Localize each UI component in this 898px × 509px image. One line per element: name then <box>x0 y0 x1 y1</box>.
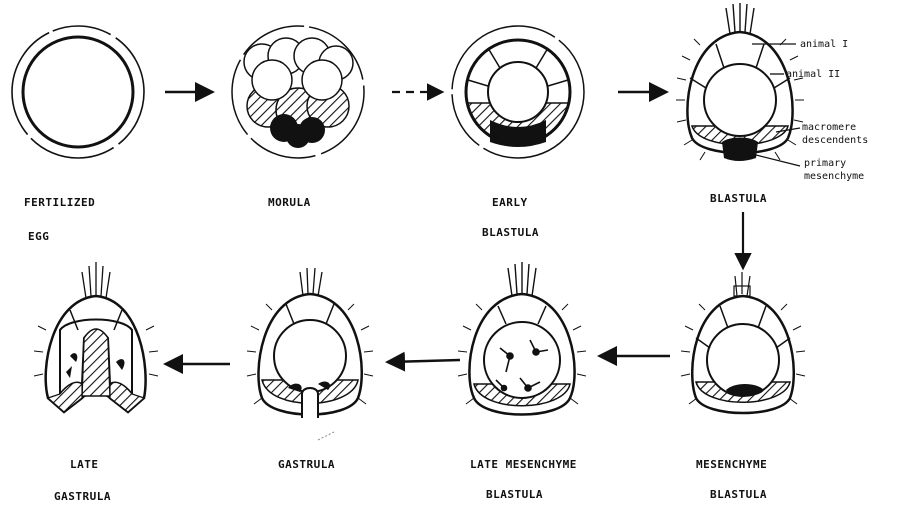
annotation-animal-2: animal II <box>786 69 840 80</box>
annotation-macromere-2: descendents <box>802 135 868 146</box>
late-gastrula-figure <box>34 262 158 412</box>
label-late-gastrula-2: GASTRULA <box>54 490 111 503</box>
annotation-primary-mesenchyme-2: mesenchyme <box>804 171 864 182</box>
label-blastula: BLASTULA <box>710 192 767 205</box>
label-morula: MORULA <box>268 196 311 209</box>
label-gastrula: GASTRULA <box>278 458 335 471</box>
annotation-animal-1: animal I <box>800 39 848 50</box>
label-late-mesenchyme-blastula-1: LATE MESENCHYME <box>470 458 577 471</box>
late-mesenchyme-blastula-figure <box>458 262 586 415</box>
label-mesenchyme-blastula-1: MESENCHYME <box>696 458 767 471</box>
annotation-macromere-1: macromere <box>802 122 856 133</box>
blastula-figure <box>676 3 804 161</box>
gastrula-figure <box>247 268 373 440</box>
early-blastula-figure <box>452 26 584 158</box>
morula-figure <box>232 26 364 158</box>
label-mesenchyme-blastula-2: BLASTULA <box>710 488 767 501</box>
label-early-blastula-1: EARLY <box>492 196 528 209</box>
fertilized-egg-figure <box>12 26 144 158</box>
mesenchyme-blastula-figure <box>681 272 805 413</box>
label-late-gastrula-1: LATE <box>70 458 99 471</box>
label-fertilized-egg-1: FERTILIZED <box>24 196 95 209</box>
label-fertilized-egg-2: EGG <box>28 230 49 243</box>
annotation-primary-mesenchyme-1: primary <box>804 158 846 169</box>
label-late-mesenchyme-blastula-2: BLASTULA <box>486 488 543 501</box>
label-early-blastula-2: BLASTULA <box>482 226 539 239</box>
arrow-late-mesenchyme-to-gastrula <box>390 360 460 362</box>
